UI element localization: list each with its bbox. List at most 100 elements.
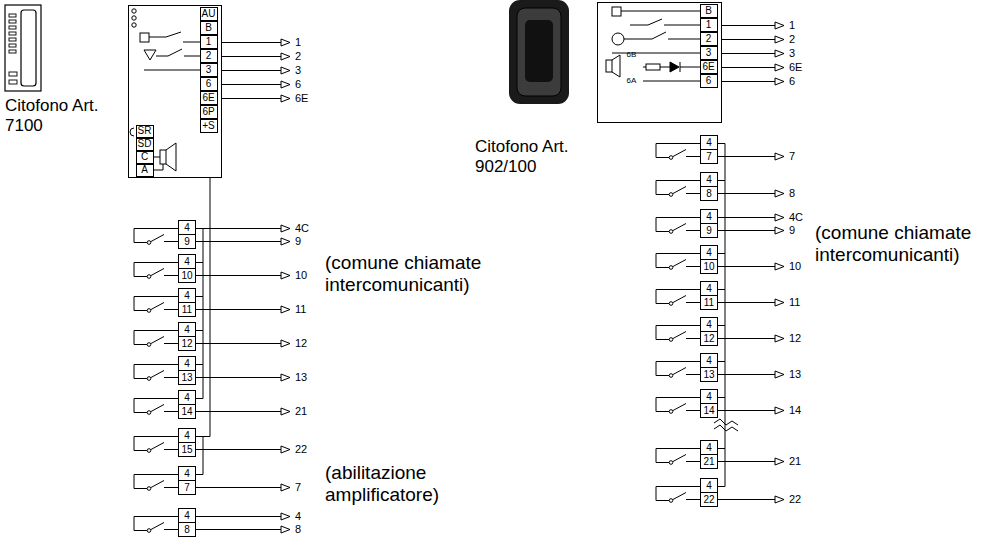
terminal-cell: B — [200, 21, 218, 35]
push-button-terminal: 422 — [700, 478, 718, 507]
terminal-number: 2 — [706, 34, 712, 44]
push-button-terminal: 47 — [700, 135, 718, 164]
output-wire — [222, 84, 282, 85]
output-wire — [196, 275, 282, 276]
terminal-number: SR — [138, 126, 152, 136]
button-blade — [151, 303, 164, 310]
handset-receiver — [21, 10, 36, 86]
output-wire — [196, 228, 282, 229]
push-button-symbol — [656, 362, 700, 378]
wire — [144, 70, 200, 71]
push-button-symbol — [134, 229, 178, 245]
terminal-board: AUB12366E6P+SSRSDCA — [128, 5, 222, 178]
output-arrow — [775, 214, 784, 221]
output-wire — [718, 266, 776, 267]
wire-label: 1 — [295, 36, 301, 49]
push-button-terminal: 413 — [178, 356, 196, 385]
wire-label: 4 — [295, 510, 301, 523]
keypad-mark — [9, 38, 16, 41]
button-blade — [673, 404, 686, 411]
terminal-number: 6E — [202, 93, 214, 103]
output-wire — [196, 516, 282, 517]
output-wire — [718, 499, 776, 500]
wire-label: 1 — [789, 19, 795, 32]
terminal-number: 7 — [179, 480, 195, 494]
break-mark-line — [714, 425, 738, 431]
output-arrow — [281, 67, 290, 74]
terminal-number: 3 — [706, 48, 712, 58]
push-button-terminal: 413 — [700, 353, 718, 382]
button-contact — [669, 156, 673, 160]
push-button-terminal: 421 — [700, 440, 718, 469]
push-button-symbol — [656, 326, 700, 342]
button-wire — [656, 487, 700, 501]
push-button-terminal: 412 — [700, 317, 718, 346]
terminal-cell: 6P — [200, 105, 218, 119]
wire-label: 7 — [295, 481, 301, 494]
button-wire — [134, 399, 178, 413]
output-wire — [718, 338, 776, 339]
button-contact-wire — [164, 449, 178, 450]
button-contact-wire — [164, 275, 178, 276]
wire-label: 6 — [789, 75, 795, 88]
button-contact — [147, 529, 151, 533]
terminal-number: 4 — [179, 509, 195, 522]
terminal-number: 15 — [179, 442, 195, 456]
output-wire — [718, 193, 776, 194]
terminal-number: 6P — [202, 107, 214, 117]
push-button-symbol — [656, 290, 700, 306]
output-arrow — [281, 408, 290, 415]
speaker-symbol — [160, 150, 166, 164]
common-wire — [196, 263, 203, 297]
terminal-number: 13 — [701, 367, 717, 381]
push-button-symbol — [134, 263, 178, 279]
button-wire — [134, 229, 178, 243]
hook-switch-symbol — [630, 19, 700, 25]
handset-receiver — [525, 20, 553, 82]
output-arrow — [281, 81, 290, 88]
button-wire — [656, 398, 700, 412]
button-contact-wire — [686, 302, 700, 303]
hook-switch-symbol — [149, 32, 200, 42]
button-contact-wire — [686, 230, 700, 231]
terminal-number: 22 — [701, 492, 717, 506]
button-blade — [151, 523, 164, 530]
terminal-number: SD — [138, 139, 152, 149]
wire-label: 11 — [789, 296, 800, 309]
button-blade — [673, 493, 686, 500]
common-wire — [718, 398, 725, 449]
button-wire — [134, 517, 178, 531]
wire-label: 3 — [295, 64, 301, 77]
button-contact — [147, 449, 151, 453]
button-blade — [151, 371, 164, 378]
terminal-number: 8 — [179, 522, 195, 536]
terminal-number: B — [205, 23, 212, 33]
button-contact-wire — [686, 338, 700, 339]
keypad-mark — [9, 26, 16, 29]
button-contact-wire — [164, 309, 178, 310]
terminal-number: 8 — [701, 186, 717, 200]
output-wire — [196, 487, 282, 488]
button-blade — [151, 235, 164, 242]
output-wire — [222, 42, 282, 43]
handset-body — [509, 0, 569, 104]
button-wire — [656, 218, 700, 232]
break-mark-line — [714, 419, 738, 425]
button-contact-wire — [686, 193, 700, 194]
button-contact — [669, 374, 673, 378]
push-button-symbol — [656, 181, 700, 197]
device-caption: Citofono Art. 7100 — [5, 96, 100, 135]
button-wire — [134, 437, 178, 451]
wire-label: 2 — [295, 50, 301, 63]
terminal-number: 4 — [701, 479, 717, 492]
button-wire — [134, 297, 178, 311]
push-button-terminal: 411 — [700, 281, 718, 310]
button-contact-wire — [164, 241, 178, 242]
common-wire — [196, 229, 203, 263]
button-contact-wire — [164, 377, 178, 378]
button-contact-wire — [164, 529, 178, 530]
push-button-symbol — [134, 331, 178, 347]
button-blade — [673, 150, 686, 157]
button-contact-wire — [164, 487, 178, 488]
